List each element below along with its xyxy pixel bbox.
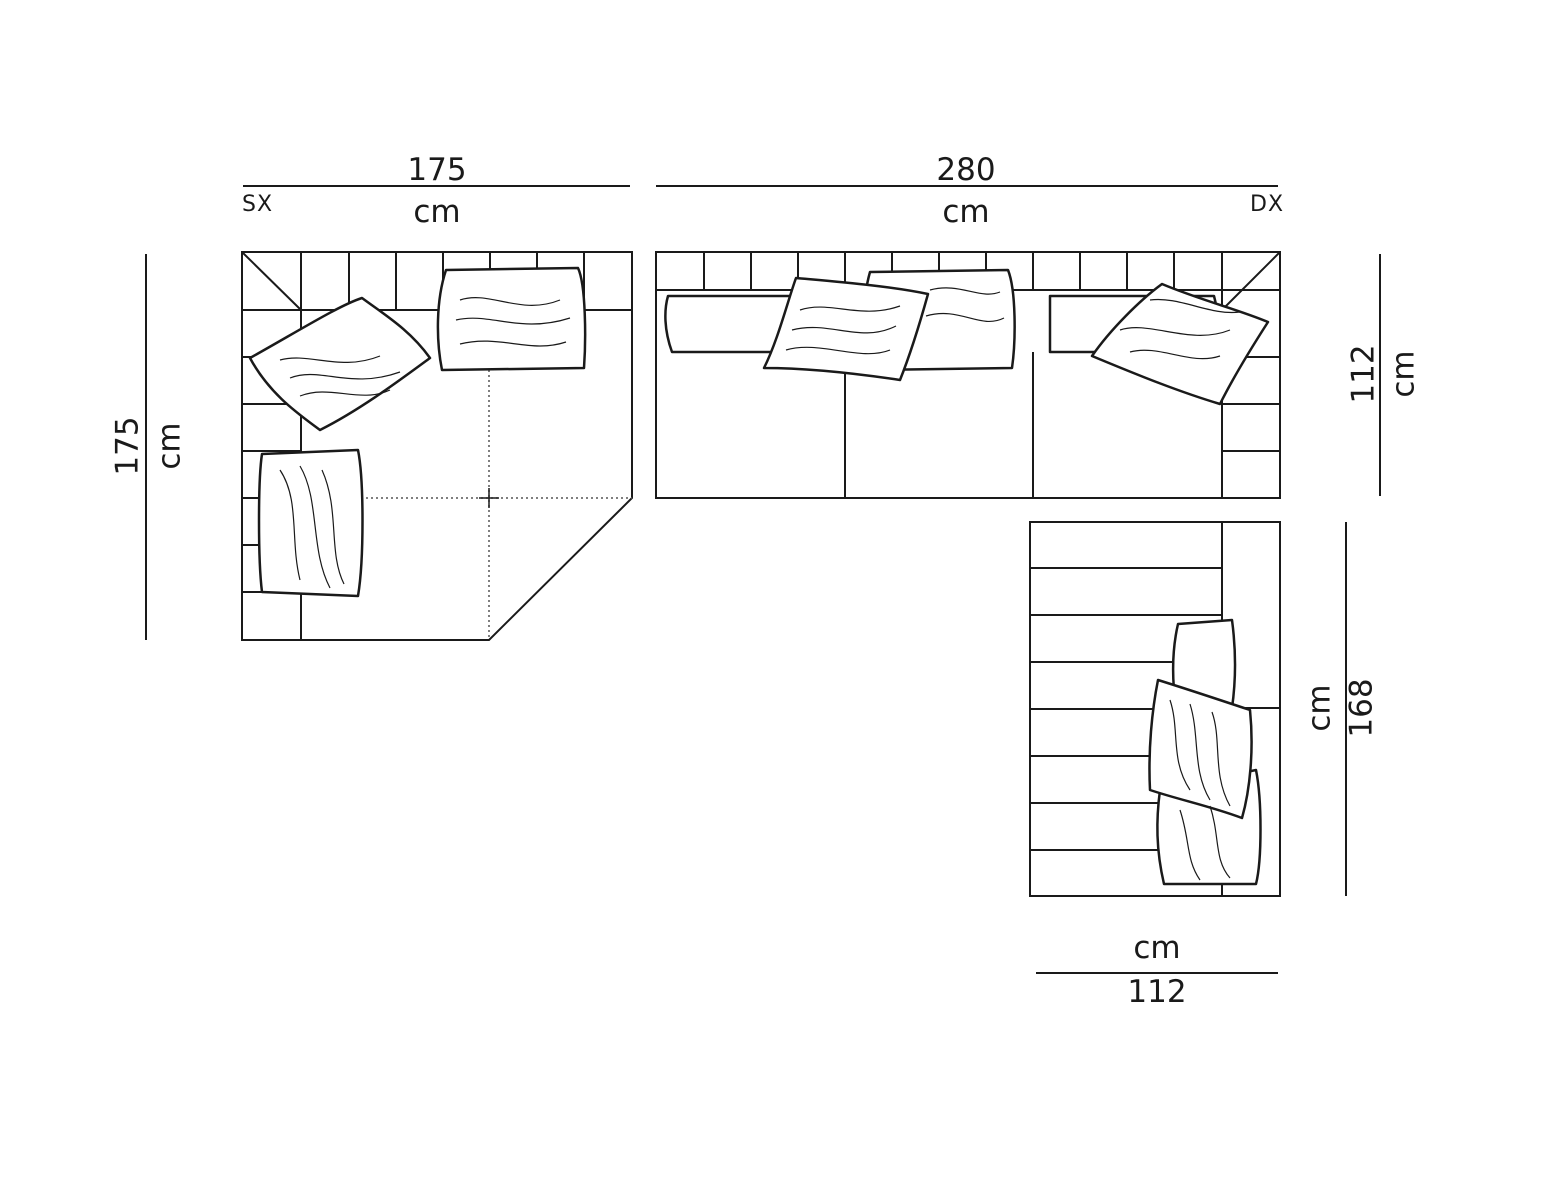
chaise-length-unit: cm: [1301, 684, 1338, 732]
chaise-width-unit: cm: [1133, 930, 1181, 966]
pillow-corner-side: [257, 448, 364, 598]
chaise-width-value: 112: [1127, 974, 1187, 1010]
left-corner-width-unit: cm: [413, 194, 461, 230]
chaise-length-value: 168: [1343, 678, 1380, 738]
pillow-chaise: [1148, 678, 1253, 820]
pillow-center-left: [762, 276, 930, 382]
center-width-value: 280: [936, 152, 996, 188]
right-depth-unit: cm: [1385, 350, 1422, 398]
center-width-unit: cm: [942, 194, 990, 230]
left-corner-depth-unit: cm: [151, 422, 188, 470]
left-corner-width-value: 175: [407, 152, 467, 188]
pillow-corner-diagonal: [248, 296, 432, 432]
right-depth-value: 112: [1345, 344, 1382, 404]
pillow-corner-back: [436, 266, 587, 372]
left-corner-depth-value: 175: [109, 416, 146, 476]
side-label-left: SX: [242, 192, 274, 217]
side-label-right: DX: [1250, 192, 1285, 217]
pillow-center-right: [1090, 282, 1270, 406]
